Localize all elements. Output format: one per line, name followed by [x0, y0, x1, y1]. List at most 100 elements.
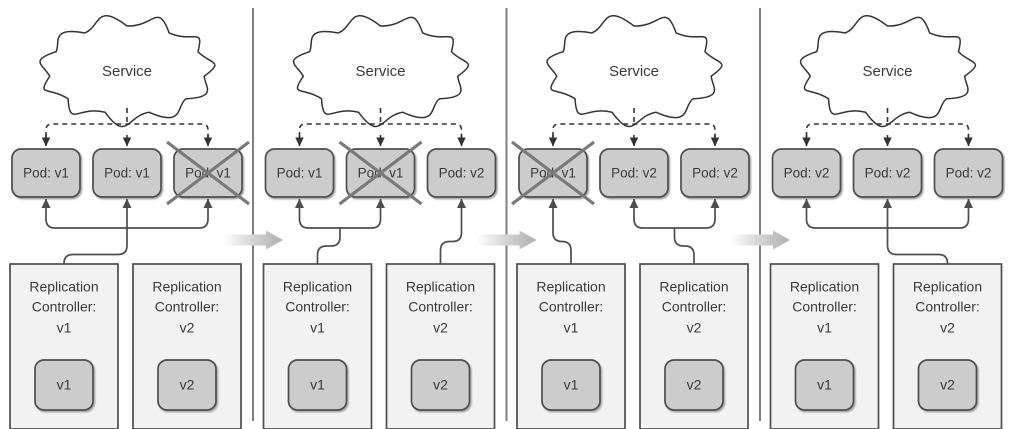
pod-shape	[680, 148, 750, 198]
controller-title-line1: Replication	[536, 279, 605, 295]
service-bus	[298, 123, 463, 137]
pod-label: Pod: v1	[277, 166, 323, 181]
controller-title-line2: Controller:	[155, 299, 220, 315]
controller-stem	[63, 245, 128, 264]
pod-box[interactable]: Pod: v1	[166, 140, 250, 206]
service-cloud: Service	[546, 14, 723, 128]
template-pod-shape	[664, 359, 724, 411]
template-pod-shape	[410, 359, 471, 411]
service-bus	[552, 123, 716, 137]
controller-to-pods-connectors	[548, 198, 720, 264]
template-pod-label: v1	[564, 377, 579, 393]
controller-version: v1	[817, 320, 832, 336]
pod-group-bus	[298, 211, 382, 229]
pod-label: Pod: v2	[946, 166, 992, 181]
controller-template-pod: v1	[287, 359, 348, 411]
template-pod-shape	[157, 359, 217, 411]
pod-label: Pod: v2	[784, 166, 830, 181]
service-bus	[805, 123, 970, 137]
pod-box[interactable]: Pod: v2	[599, 148, 669, 198]
controller-to-pods-connectors	[801, 198, 974, 264]
template-pod-label: v2	[940, 377, 955, 393]
controller-title-line1: Replication	[790, 279, 859, 295]
template-pod-label: v2	[433, 377, 448, 393]
step-arrow-1-to-2	[223, 230, 283, 250]
pod-box[interactable]: Pod: v2	[933, 148, 1004, 198]
pod-box[interactable]: Pod: v2	[426, 148, 497, 198]
template-pod-shape	[794, 359, 855, 411]
controller-title-line1: Replication	[29, 279, 98, 295]
controller-template-pod: v2	[410, 359, 471, 411]
controller-stem	[886, 245, 949, 264]
controller-stem	[316, 228, 341, 264]
pod-label: Pod: v2	[611, 166, 657, 181]
service-to-pods-connectors	[41, 108, 213, 147]
pod-shape	[933, 148, 1004, 198]
pod-box[interactable]: Pod: v1	[11, 148, 81, 198]
pod-terminated-cross-icon	[166, 140, 250, 206]
pod-shape	[599, 148, 669, 198]
controller-title-line1: Replication	[283, 279, 352, 295]
service-to-pods-connectors	[295, 108, 466, 147]
pod-box[interactable]: Pod: v1	[264, 148, 335, 198]
controller-template-pod: v1	[34, 359, 94, 411]
controller-version: v2	[180, 320, 195, 336]
controller-title-line2: Controller:	[792, 299, 857, 315]
controller-template-pod: v2	[664, 359, 724, 411]
template-pod-shape	[541, 359, 601, 411]
pod-shape	[771, 148, 842, 198]
controller-title-line1: Replication	[659, 279, 728, 295]
service-label: Service	[862, 63, 912, 80]
service-label: Service	[609, 63, 659, 80]
controller-version: v1	[310, 320, 325, 336]
pod-box[interactable]: Pod: v1	[92, 148, 162, 198]
service-to-pods-connectors	[548, 108, 720, 147]
pod-terminated-cross-icon	[511, 140, 595, 206]
pod-shape	[426, 148, 497, 198]
controller-title-line1: Replication	[406, 279, 475, 295]
controller-version: v2	[687, 320, 702, 336]
pod-label: Pod: v2	[692, 166, 738, 181]
service-to-pods-connectors	[802, 108, 973, 147]
pod-box[interactable]: Pod: v1	[511, 140, 595, 206]
controller-stem	[552, 219, 572, 264]
controller-version: v2	[940, 320, 955, 336]
cloud-shape	[292, 14, 470, 128]
pod-box[interactable]: Pod: v2	[771, 148, 842, 198]
pod-box[interactable]: Pod: v2	[680, 148, 750, 198]
service-bus	[45, 123, 209, 137]
controller-version: v1	[564, 320, 579, 336]
pod-label: Pod: v2	[439, 166, 485, 181]
pod-shape	[852, 148, 923, 198]
template-pod-shape	[917, 359, 978, 411]
controller-to-pods-connectors	[294, 198, 467, 264]
service-cloud: Service	[292, 14, 470, 128]
service-cloud: Service	[799, 14, 977, 128]
pod-group-bus	[633, 211, 716, 229]
controller-title-line1: Replication	[913, 279, 982, 295]
controller-template-pod: v1	[541, 359, 601, 411]
cloud-shape	[546, 14, 723, 128]
pod-box[interactable]: Pod: v1	[338, 140, 423, 206]
pod-box[interactable]: Pod: v2	[852, 148, 923, 198]
cloud-shape	[39, 14, 216, 128]
template-pod-shape	[287, 359, 348, 411]
controller-title-line2: Controller:	[32, 299, 97, 315]
service-label: Service	[102, 63, 152, 80]
controller-title-line2: Controller:	[539, 299, 604, 315]
step-arrow-2-to-3	[476, 230, 537, 250]
pod-shape	[92, 148, 162, 198]
pod-label: Pod: v2	[865, 166, 911, 181]
